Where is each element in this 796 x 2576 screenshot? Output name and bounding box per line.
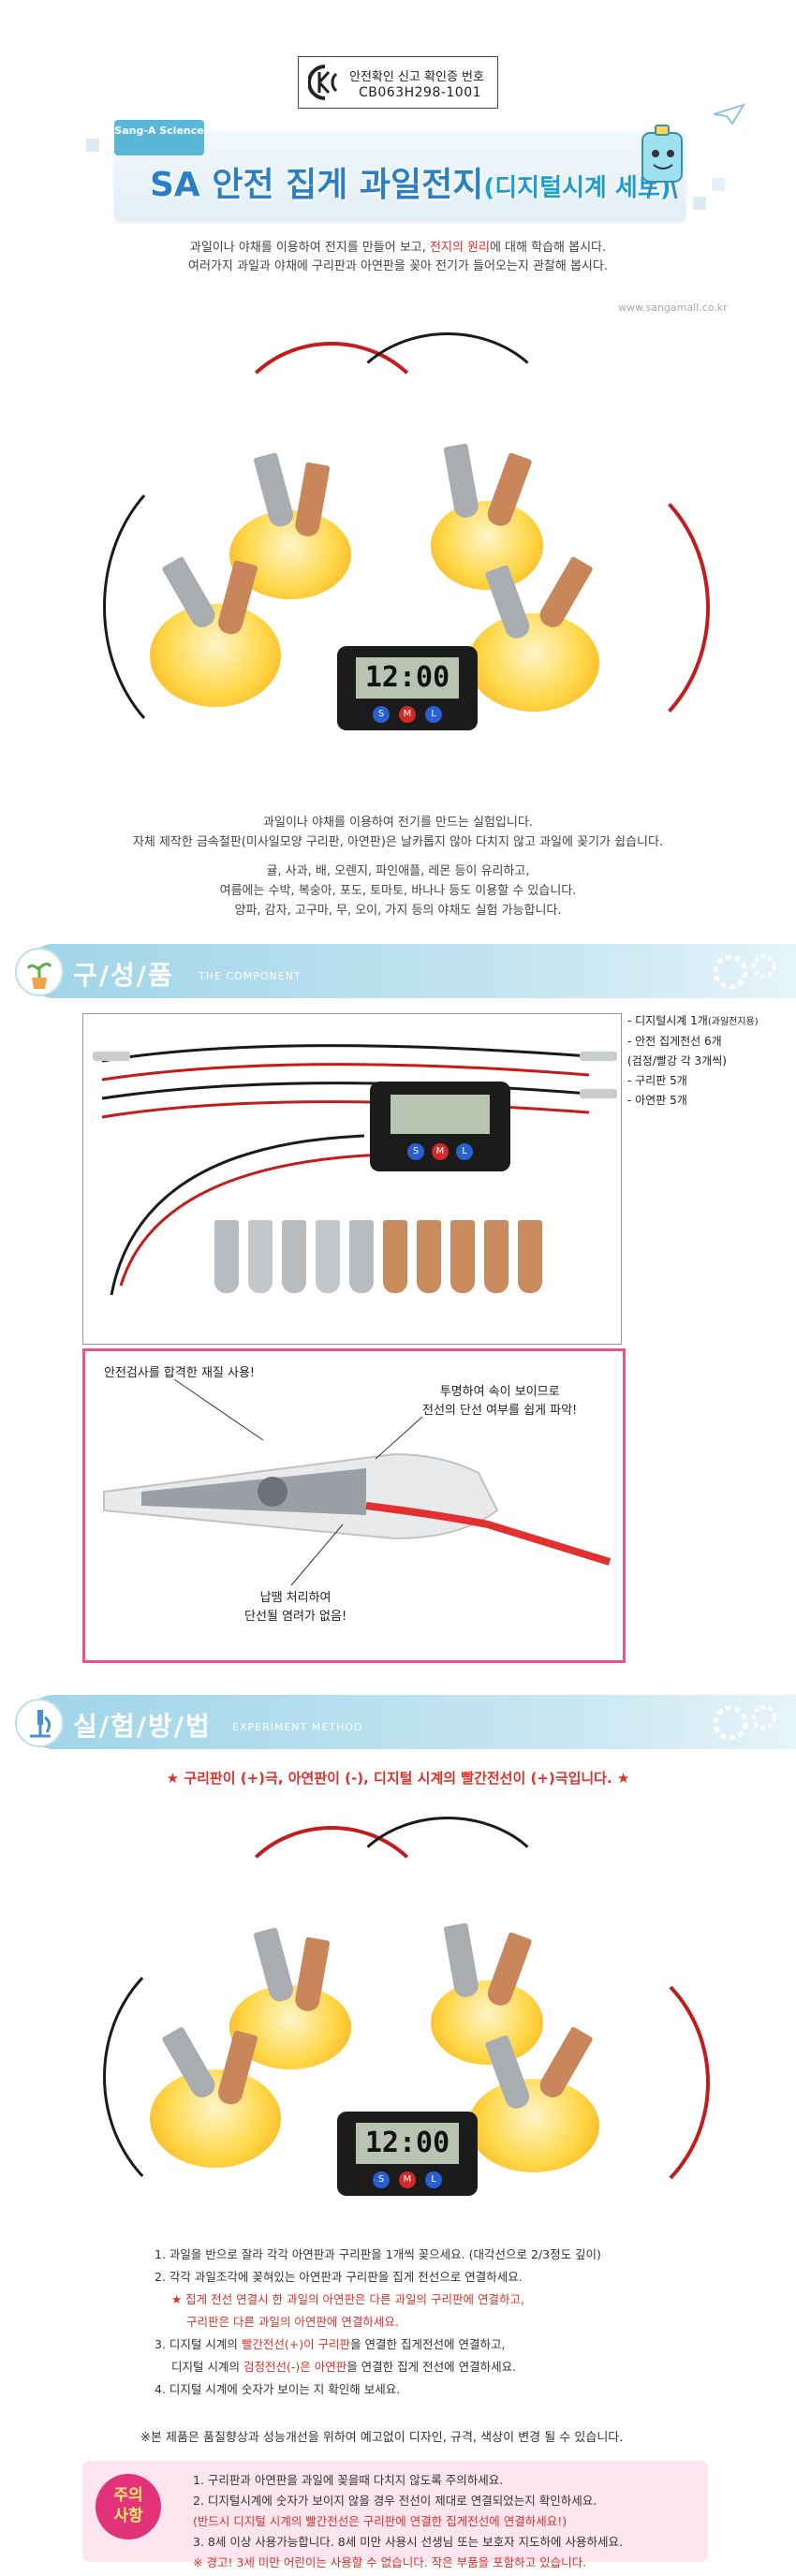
copper-plate <box>417 1220 441 1293</box>
clock-button-l: L <box>425 706 442 723</box>
components-section-bar <box>26 944 796 998</box>
black-wire <box>103 1938 352 2215</box>
copper-plate <box>450 1220 475 1293</box>
components-list: - 디지털시계 1개(과일전지용) - 안전 집게전선 6개 (검정/빨강 각 … <box>627 1011 759 1111</box>
copper-plate <box>484 1220 509 1293</box>
description-line: 귤, 사과, 배, 오렌지, 파인애플, 레몬 등이 유리하고, <box>266 864 530 878</box>
microscope-icon <box>15 1699 64 1747</box>
plant-icon <box>15 948 64 996</box>
clip-wires-image <box>93 1044 617 1296</box>
component-item: - 아연판 5개 <box>627 1094 687 1107</box>
lemon-half <box>150 2069 281 2168</box>
site-url: www.sangamall.co.kr <box>618 302 728 314</box>
step-2: 2. 각각 과일조각에 꽂혀있는 아연판과 구리판을 집게 전선으로 연결하세요… <box>155 2270 523 2284</box>
polarity-rule: ★ 구리판이 (+)극, 아연판이 (-), 디지털 시계의 빨간전선이 (+)… <box>166 1770 630 1787</box>
components-title: 구/성/품 <box>73 960 174 991</box>
caution-box: 주의 사항 1. 구리판과 아연판을 과일에 꽂을때 다치지 않도록 주의하세요… <box>82 2461 708 2569</box>
gear-icon <box>713 1705 776 1741</box>
method-subtitle: EXPERIMENT METHOD <box>232 1721 363 1733</box>
components-photo: S M L <box>82 1013 622 1345</box>
copper-plate <box>518 1220 542 1293</box>
step-3: 3. 디지털 시계의 빨간전선(+)이 구리판을 연결한 집게전선에 연결하고, <box>155 2337 506 2351</box>
title-main: SA 안전 집게 과일전지 <box>150 166 484 204</box>
decor-square <box>693 197 706 210</box>
red-wire <box>459 464 710 752</box>
title-banner <box>114 131 685 221</box>
red-wire <box>225 342 438 537</box>
component-item: - 구리판 5개 <box>627 1074 687 1087</box>
black-wire <box>337 1817 558 2000</box>
clock-button-s: S <box>373 2171 390 2188</box>
clock-button-l: L <box>456 1143 473 1160</box>
step-3-cont: 디지털 시계의 검정전선(-)은 아연판을 연결한 집게 전선에 연결하세요. <box>171 2360 517 2374</box>
notice-text: ※본 제품은 품질향상과 성능개선을 위하여 예고없이 디자인, 규격, 색상이… <box>140 2431 624 2445</box>
method-steps: 1. 과일을 반으로 잘라 각각 아연판과 구리판을 1개씩 꽂으세요. (대각… <box>155 2244 601 2401</box>
clock-screen <box>391 1095 490 1134</box>
digital-clock: 12:00 S M L <box>337 646 478 730</box>
paper-plane-icon <box>713 103 745 125</box>
callout-safe-material: 안전검사를 합격한 재질 사용! <box>104 1366 256 1380</box>
clock-button-s: S <box>407 1143 424 1160</box>
zinc-plate <box>316 1220 340 1293</box>
components-subtitle: THE COMPONENT <box>199 970 302 982</box>
black-wire <box>103 454 352 759</box>
clock-button-s: S <box>373 706 390 723</box>
kc-number: CB063H298-1001 <box>359 85 482 100</box>
method-section-bar <box>26 1695 796 1749</box>
method-title: 실/험/방/법 <box>73 1711 212 1742</box>
description-line: 여름에는 수박, 복숭아, 포도, 토마토, 바나나 등도 이용할 수 있습니다… <box>219 884 577 898</box>
hero-photo-fruit-battery: 12:00 S M L <box>84 314 712 782</box>
callout-transparent: 투명하여 속이 보이므로 전선의 단선 여부를 쉽게 파악! <box>422 1385 578 1418</box>
decor-square <box>86 139 99 152</box>
description-block: 과일이나 야채를 이용하여 전기를 만드는 실험입니다. 자체 제작한 금속철판… <box>94 813 702 920</box>
red-wire <box>459 1948 710 2217</box>
clip-detail-box: 안전검사를 합격한 재질 사용! 투명하여 속이 보이므로 전선의 단선 여부를… <box>82 1348 626 1663</box>
callout-soldered: 납땜 처리하여 단선될 염려가 없음! <box>244 1591 347 1624</box>
red-wire <box>225 1826 438 2021</box>
step-1: 1. 과일을 반으로 잘라 각각 아연판과 구리판을 1개씩 꽂으세요. (대각… <box>155 2247 601 2261</box>
step-2-warning: ★ 집게 전선 연결시 한 과일의 아연판은 다른 과일의 구리판에 연결하고, <box>171 2292 524 2306</box>
clock-button-m: M <box>399 706 416 723</box>
method-photo-fruit-battery: 12:00 S M L <box>84 1798 712 2229</box>
title-sub: (디지털시계 세트) <box>483 174 671 202</box>
clock-button-l: L <box>425 2171 442 2188</box>
zinc-plate <box>214 1220 239 1293</box>
component-item: - 안전 집게전선 6개 <box>627 1035 722 1048</box>
brand-badge: Sang-A Science <box>114 120 204 155</box>
component-item: - 디지털시계 1개(과일전지용) <box>627 1014 759 1027</box>
digital-clock: 12:00 S M L <box>337 2112 478 2196</box>
intro-line-2: 여러가지 과일과 야채에 구리판과 아연판을 꽂아 전기가 들어오는지 관찰해 … <box>188 259 608 273</box>
description-line: 과일이나 야채를 이용하여 전기를 만드는 실험입니다. <box>263 816 533 830</box>
page-title: SA 안전 집게 과일전지(디지털시계 세트) <box>150 157 671 206</box>
lemon-half <box>468 613 599 712</box>
zinc-plate <box>349 1220 374 1293</box>
black-wire <box>337 332 558 516</box>
intro-line-1: 과일이나 야채를 이용하여 전지를 만들어 보고, 전지의 원리에 대해 학습해… <box>189 241 607 255</box>
clock-button-m: M <box>432 1143 449 1160</box>
gear-icon <box>713 954 776 990</box>
caution-badge: 주의 사항 <box>96 2474 161 2539</box>
description-line: 자체 제작한 금속철판(미사일모양 구리판, 아연판)은 날카롭지 않아 다치지… <box>132 835 664 849</box>
description-line: 양파, 감자, 고구마, 무, 오이, 가지 등의 야채도 실험 가능합니다. <box>234 904 562 918</box>
digital-clock: S M L <box>370 1082 510 1171</box>
caution-text: 1. 구리판과 아연판을 과일에 꽂을때 다치지 않도록 주의하세요. 2. 디… <box>193 2473 623 2569</box>
kc-mark-icon <box>308 65 338 100</box>
clock-screen: 12:00 <box>356 657 459 699</box>
step-2-warning: 구리판은 다른 과일의 아연판에 연결하세요. <box>186 2315 399 2329</box>
clock-button-m: M <box>399 2171 416 2188</box>
intro-text: 과일이나 야채를 이용하여 전지를 만들어 보고, 전지의 원리에 대해 학습해… <box>94 239 702 276</box>
component-item: (검정/빨강 각 3개씩) <box>627 1054 727 1067</box>
alligator-clip-image <box>103 1378 612 1586</box>
clock-screen: 12:00 <box>356 2123 459 2164</box>
copper-plate <box>383 1220 407 1293</box>
zinc-plate <box>282 1220 306 1293</box>
zinc-plate <box>248 1220 273 1293</box>
step-4: 4. 디지털 시계에 숫자가 보이는 지 확인해 보세요. <box>155 2382 401 2396</box>
lemon-half <box>150 604 281 707</box>
kc-label: 안전확인 신고 확인증 번호 <box>349 70 484 84</box>
lemon-half <box>468 2079 599 2172</box>
decor-square <box>712 178 725 191</box>
kc-certification-box: 안전확인 신고 확인증 번호 CB063H298-1001 <box>298 56 498 109</box>
battery-mascot-icon <box>641 125 683 199</box>
